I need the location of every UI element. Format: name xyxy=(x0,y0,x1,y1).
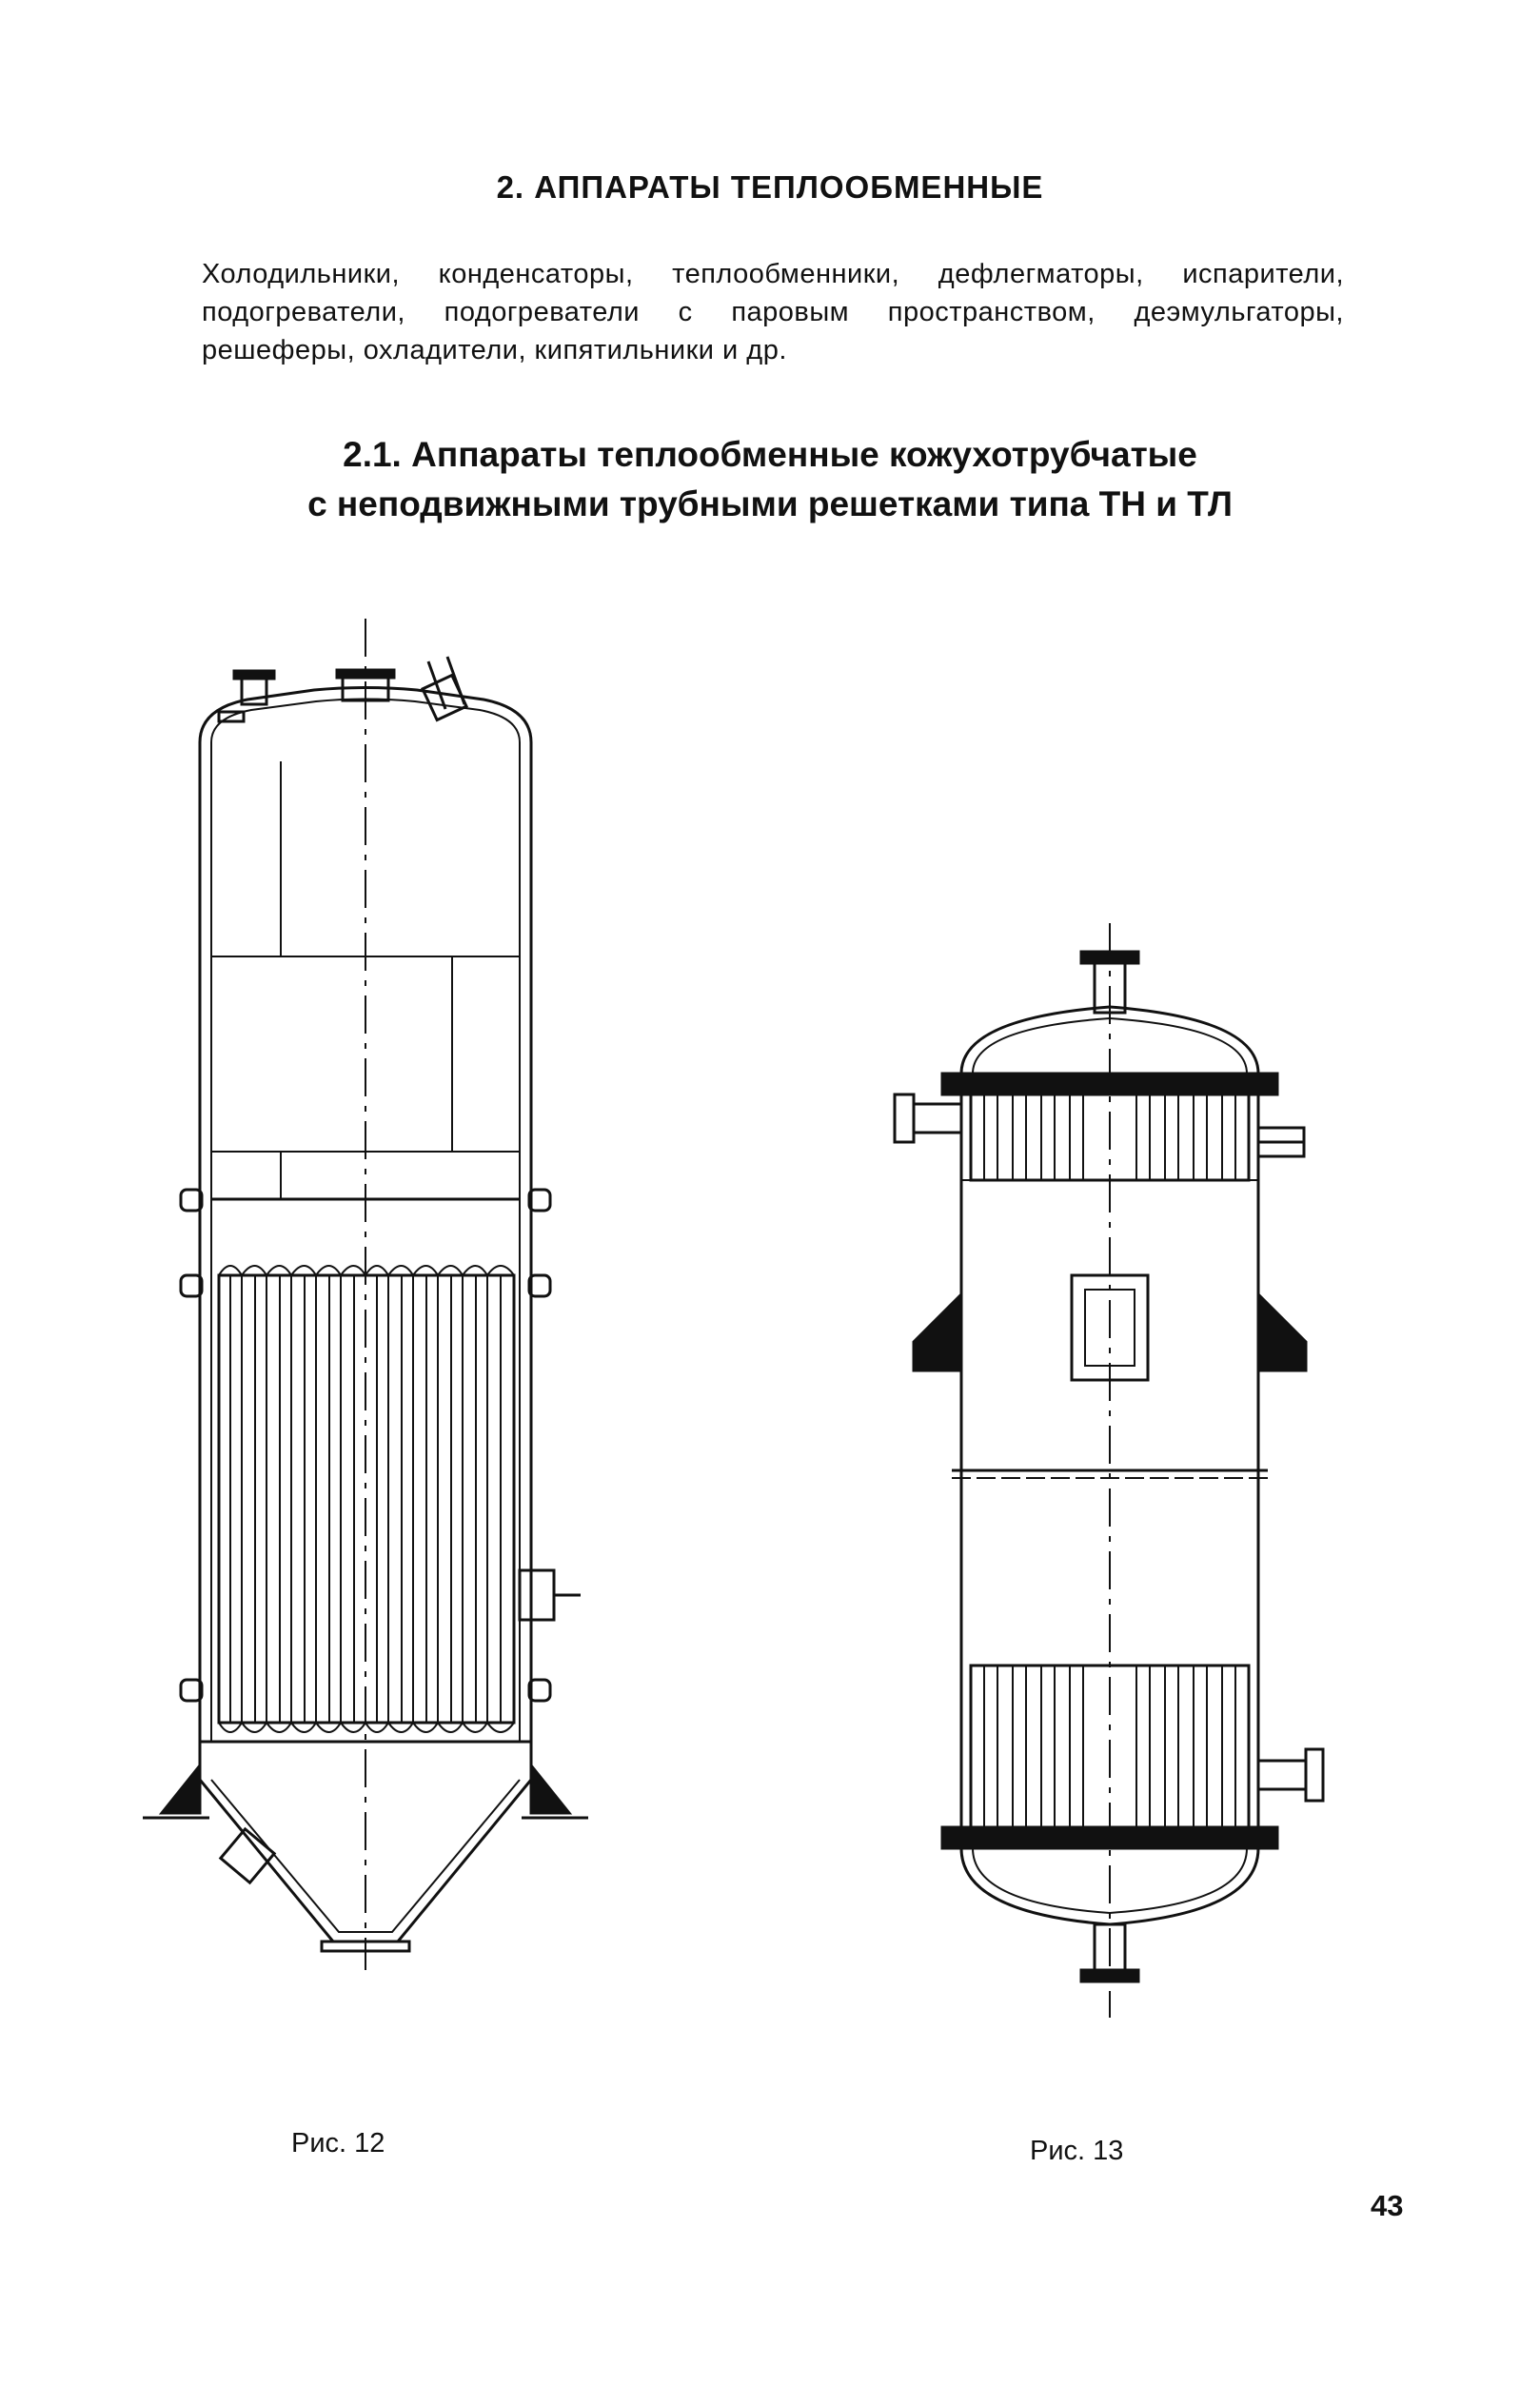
subsection-heading-line-2: с неподвижными трубными решетками типа Т… xyxy=(307,484,1233,523)
intro-paragraph: Холодильники, конденсаторы, теплообменни… xyxy=(202,259,1344,365)
figure-13-caption: Рис. 13 xyxy=(1030,2136,1124,2166)
section-heading: 2. АППАРАТЫ ТЕПЛООБМЕННЫЕ xyxy=(496,169,1044,205)
subsection-heading: 2.1. Аппараты теплообменные кожухотрубча… xyxy=(0,430,1540,529)
page-number: 43 xyxy=(1371,2189,1404,2222)
figure-13-drawing xyxy=(893,923,1325,2018)
figure-12-caption: Рис. 12 xyxy=(291,2128,385,2159)
subsection-heading-line-1: 2.1. Аппараты теплообменные кожухотрубча… xyxy=(343,435,1197,474)
figure-12-drawing xyxy=(143,619,588,1970)
